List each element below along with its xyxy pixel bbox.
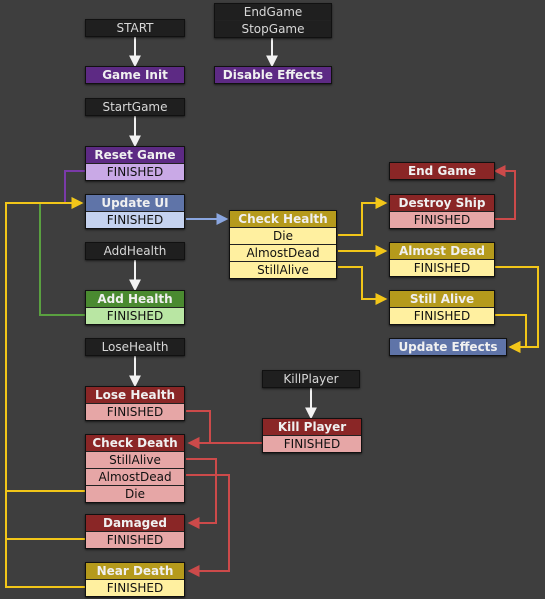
- transition-almostdead[interactable]: AlmostDead: [230, 244, 336, 261]
- transition-finished[interactable]: FINISHED: [86, 579, 184, 596]
- event-addhealth[interactable]: AddHealth: [85, 242, 185, 260]
- state-title: Check Death: [86, 435, 184, 451]
- transition-finished[interactable]: FINISHED: [390, 211, 494, 228]
- transition-finished[interactable]: FINISHED: [86, 307, 184, 324]
- transition-stillalive[interactable]: StillAlive: [230, 261, 336, 278]
- state-title: Almost Dead: [390, 243, 494, 259]
- transition-finished[interactable]: FINISHED: [390, 307, 494, 324]
- transition-die[interactable]: Die: [86, 485, 184, 502]
- event-label: StartGame: [86, 99, 184, 115]
- state-title: Update Effects: [390, 339, 506, 355]
- state-title: Game Init: [86, 67, 184, 83]
- state-title: Update UI: [86, 195, 184, 211]
- transition-almostdead[interactable]: AlmostDead: [86, 468, 184, 485]
- event-label: EndGame: [215, 4, 331, 20]
- transition-finished[interactable]: FINISHED: [263, 435, 361, 452]
- event-label: LoseHealth: [86, 339, 184, 355]
- state-title: Damaged: [86, 515, 184, 531]
- event-label: StopGame: [215, 20, 331, 37]
- state-title: Still Alive: [390, 291, 494, 307]
- state-title: Add Health: [86, 291, 184, 307]
- state-title: Disable Effects: [215, 67, 331, 83]
- state-disable-effects[interactable]: Disable Effects: [214, 66, 332, 84]
- state-title: Reset Game: [86, 147, 184, 163]
- state-title: Near Death: [86, 563, 184, 579]
- transition-finished[interactable]: FINISHED: [86, 163, 184, 180]
- state-game-init[interactable]: Game Init: [85, 66, 185, 84]
- event-startgame[interactable]: StartGame: [85, 98, 185, 116]
- event-losehealth[interactable]: LoseHealth: [85, 338, 185, 356]
- event-label: KillPlayer: [263, 371, 359, 387]
- transition-finished[interactable]: FINISHED: [86, 211, 184, 228]
- event-killplayer[interactable]: KillPlayer: [262, 370, 360, 388]
- transition-finished[interactable]: FINISHED: [390, 259, 494, 276]
- transition-die[interactable]: Die: [230, 227, 336, 244]
- state-title: Check Health: [230, 211, 336, 227]
- transition-finished[interactable]: FINISHED: [86, 531, 184, 548]
- event-label: START: [86, 20, 184, 36]
- state-update-effects[interactable]: Update Effects: [389, 338, 507, 356]
- state-title: Kill Player: [263, 419, 361, 435]
- event-label: AddHealth: [86, 243, 184, 259]
- state-title: Lose Health: [86, 387, 184, 403]
- state-end-game[interactable]: End Game: [389, 162, 495, 180]
- transition-stillalive[interactable]: StillAlive: [86, 451, 184, 468]
- state-title: End Game: [390, 163, 494, 179]
- transition-finished[interactable]: FINISHED: [86, 403, 184, 420]
- state-title: Destroy Ship: [390, 195, 494, 211]
- event-start[interactable]: START: [85, 19, 185, 37]
